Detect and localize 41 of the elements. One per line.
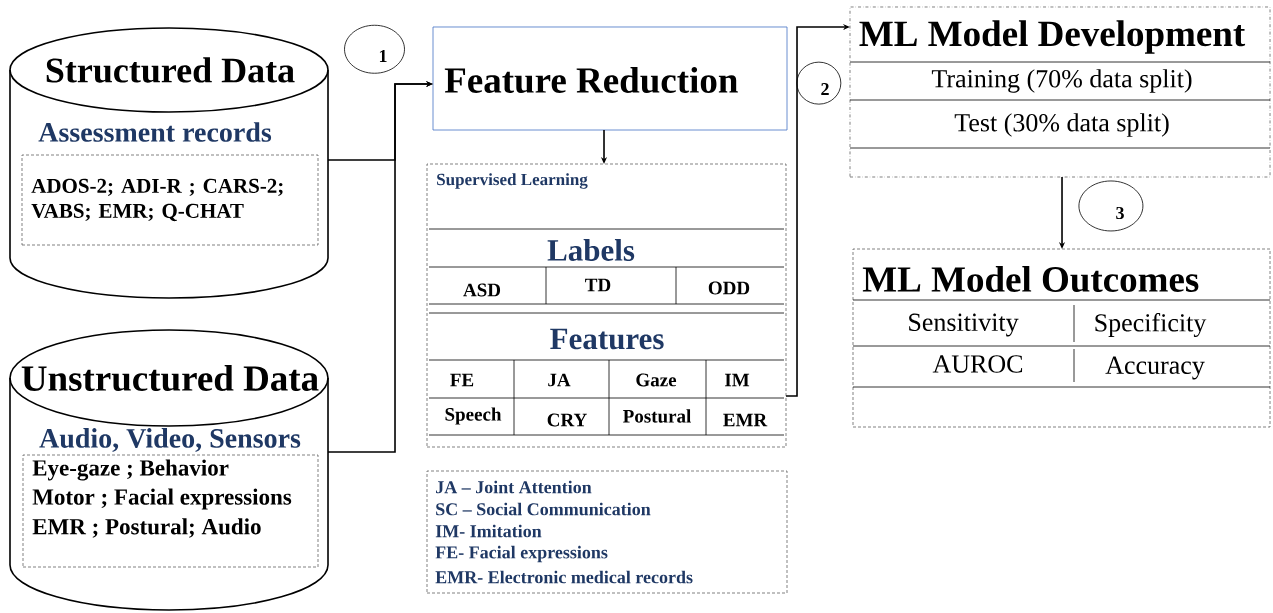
- cylinder-subtitle: Assessment records: [38, 122, 272, 142]
- step-number: 2: [821, 83, 829, 95]
- table-cell: JA: [548, 373, 571, 387]
- arrow: [785, 23, 850, 397]
- table-heading: Labels: [547, 239, 635, 261]
- table-cell: EMR: [723, 413, 768, 427]
- cylinder-subtitle: Audio, Video, Sensors: [39, 428, 301, 452]
- arrow: [327, 80, 433, 453]
- data-type-list: Eye-gaze ; Behavior: [32, 459, 229, 481]
- table-cell: FE: [450, 373, 474, 387]
- record-list: ADOS-2; ADI-R ; CARS-2; VABS; EMR; Q-CHAT: [31, 178, 283, 222]
- table-cell: Accuracy: [1105, 356, 1205, 380]
- box-title: ML Model Outcomes: [862, 265, 1199, 293]
- step-number: 1: [379, 50, 387, 62]
- table-row: Training (70% data split): [931, 69, 1192, 93]
- table-cell: Sensitivity: [909, 313, 1019, 337]
- table-cell: AUROC: [932, 355, 1023, 373]
- box-title: Feature Reduction: [444, 66, 738, 94]
- table-cell: Specificity: [1095, 313, 1207, 337]
- table-cell: Gaze: [636, 373, 677, 387]
- table-cell: IM: [725, 373, 750, 387]
- table-cell: CRY: [547, 413, 587, 427]
- table-row: Test (30% data split): [954, 113, 1169, 137]
- table-cell: TD: [585, 278, 611, 292]
- box-title: ML Model Development: [859, 20, 1246, 54]
- table-heading: Features: [550, 328, 664, 350]
- data-type-list: Motor ; Facial expressions: [32, 488, 292, 510]
- data-type-list: EMR ; Postural; Audio: [32, 518, 261, 538]
- table-cell: Postural: [623, 409, 691, 423]
- cylinder-title: Unstructured Data: [21, 364, 319, 392]
- abbreviation-entry: FE- Facial expressions: [435, 545, 608, 563]
- abbreviation-entry: IM- Imitation: [435, 524, 542, 538]
- cylinder-title: Structured Data: [46, 57, 295, 83]
- abbreviation-entry: JA – Joint Attention: [436, 480, 592, 494]
- table-cell: Speech: [445, 407, 502, 425]
- abbreviation-entry: SC – Social Communication: [436, 502, 651, 516]
- table-cell: ASD: [463, 283, 501, 297]
- abbreviation-entry: EMR- Electronic medical records: [435, 570, 693, 584]
- table-cell: ODD: [708, 281, 750, 295]
- section-heading: Supervised Learning: [437, 173, 588, 189]
- step-number: 3: [1116, 206, 1124, 220]
